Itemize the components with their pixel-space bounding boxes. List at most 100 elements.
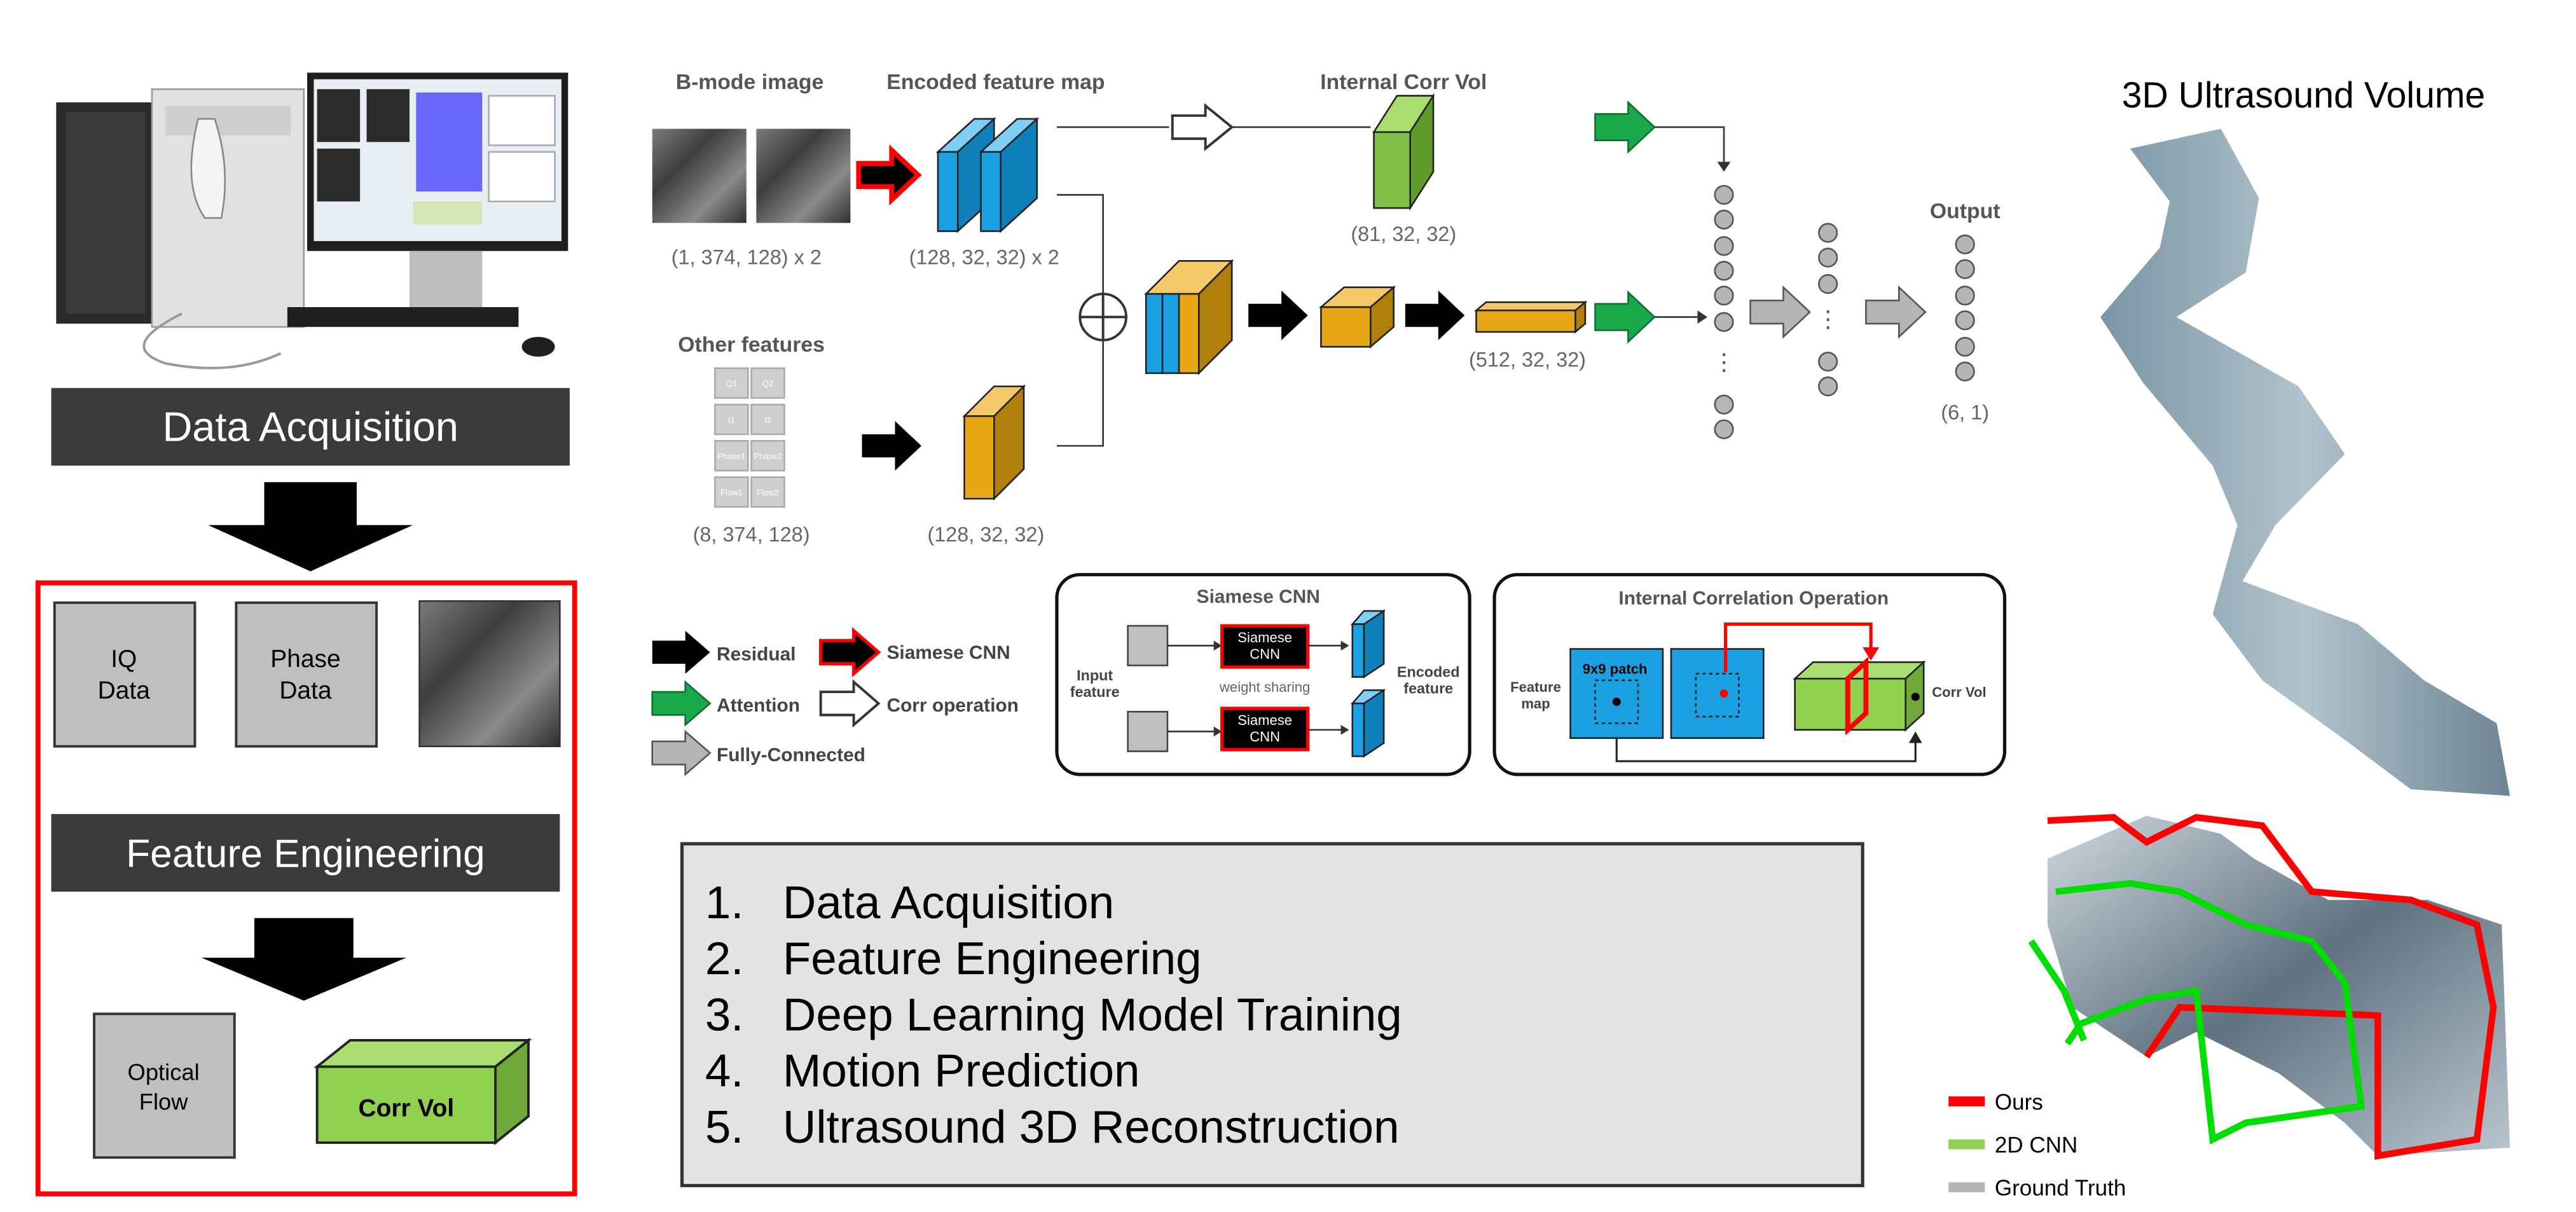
open-arrow-icon: [1171, 103, 1234, 151]
output-shape: (6, 1): [1941, 401, 1989, 424]
step-number: 2.: [705, 933, 744, 984]
output-title: Output: [1930, 199, 2001, 223]
black-arrow-icon: [1405, 291, 1465, 340]
step-number: 1.: [705, 877, 744, 928]
volume-title: 3D Ultrasound Volume: [2122, 75, 2485, 116]
red-arrow-icon: [819, 627, 881, 678]
corr-box-title: Internal Correlation Operation: [1618, 588, 1889, 609]
step-item: Deep Learning Model Training: [783, 989, 1402, 1040]
weight-sharing-label: weight sharing: [1219, 679, 1310, 695]
patch-label: 9x9 patch: [1583, 661, 1648, 677]
siamese-block-1-line1: Siamese: [1237, 630, 1292, 645]
other-encoded-map: [962, 384, 1026, 501]
corr-vol-small-label: Corr Vol: [1932, 684, 1986, 700]
feature-tile-label: Flow2: [757, 488, 779, 497]
bmode-title: B-mode image: [676, 70, 824, 94]
feature-engineering-panel: IQ Data Phase Data Feature Engineering O…: [35, 580, 577, 1197]
siamese-block-2-line1: Siamese: [1237, 712, 1292, 728]
encoded-title: Encoded feature map: [886, 70, 1105, 94]
optical-flow-box: [93, 1012, 236, 1159]
legend-attention: Attention: [717, 695, 800, 716]
step-item: Ultrasound 3D Reconstruction: [783, 1101, 1400, 1153]
fc-feature-block: [1473, 300, 1588, 334]
encoded-feature-map: [935, 117, 1040, 233]
corr-vol-cube: [313, 1037, 532, 1145]
legend-fully-connected: Fully-Connected: [717, 745, 865, 766]
correlation-operation-box: Internal Correlation Operation Feature m…: [1492, 573, 2007, 776]
recon-legend: Ours 2D CNN Ground Truth: [1948, 1090, 2126, 1201]
siamese-block-2-line2: CNN: [1250, 729, 1280, 745]
corr-shape: (81, 32, 32): [1351, 223, 1456, 245]
bmode-thumbnail: [418, 600, 561, 748]
black-arrow-icon: [862, 421, 922, 471]
optical-flow-label-1: Optical: [128, 1059, 200, 1085]
siamese-input-label-2: feature: [1070, 684, 1120, 700]
feature-tile-labels: Q1 Q2 I1 I2 Phase1 Phase2 Flow1 Flow2: [717, 379, 782, 497]
steps-box: 1. Data Acquisition 2. Feature Engineeri…: [680, 842, 1864, 1188]
feature-tile-label: Q1: [726, 379, 737, 389]
step-number: 3.: [705, 989, 744, 1040]
legend-ours: Ours: [1995, 1090, 2043, 1115]
conv-block: [1318, 286, 1396, 349]
legend-residual: Residual: [717, 644, 796, 665]
reconstruction-render: [2028, 814, 2511, 1160]
acquisition-label: Data Acquisition: [163, 403, 458, 450]
optical-flow-label-2: Flow: [139, 1089, 188, 1115]
phase-data-label-1: Phase: [270, 645, 340, 673]
workstation-icon: [56, 72, 568, 369]
black-arrow-icon: [1248, 291, 1308, 340]
legend-corr-op: Corr operation: [886, 695, 1018, 716]
down-arrow-icon: [201, 918, 406, 1001]
corr-feature-label-2: map: [1521, 696, 1550, 712]
green-arrow-icon: [1594, 100, 1656, 154]
feature-tile-label: Phase1: [717, 451, 745, 461]
siamese-block-1-line2: CNN: [1250, 646, 1280, 662]
feature-tile-label: I2: [764, 415, 771, 425]
iq-data-label-2: Data: [98, 677, 151, 704]
siamese-cnn-box: Siamese CNN Input feature Siamese CNN Si…: [1055, 573, 1471, 776]
gray-arrow-icon: [1749, 285, 1811, 339]
step-number: 5.: [705, 1101, 744, 1153]
neuron-column-1: [1714, 184, 1734, 439]
bmode-image-1: [652, 128, 747, 223]
corr-vol-label: Corr Vol: [358, 1094, 454, 1122]
other-encoded-shape: (128, 32, 32): [927, 523, 1044, 546]
legend-2d-cnn: 2D CNN: [1995, 1133, 2077, 1158]
legend-siamese: Siamese CNN: [886, 642, 1010, 663]
green-arrow-icon: [651, 680, 712, 727]
other-features-grid: [714, 367, 785, 508]
other-features-title: Other features: [678, 333, 825, 357]
step-item: Feature Engineering: [783, 933, 1202, 984]
internal-corr-title: Internal Corr Vol: [1320, 70, 1487, 94]
ellipsis-2: ⋮: [1816, 306, 1839, 332]
siamese-encoded-label-2: feature: [1403, 680, 1453, 697]
iq-data-label-1: IQ: [111, 645, 137, 673]
output-neurons: [1955, 234, 1975, 382]
legend-ground-truth: Ground Truth: [1995, 1176, 2126, 1201]
phase-data-box: [235, 601, 378, 748]
encoded-shape: (128, 32, 32) x 2: [909, 245, 1059, 268]
other-shape: (8, 374, 128): [693, 523, 810, 546]
down-arrow-icon: [208, 482, 413, 572]
siamese-encoded-label-1: Encoded: [1397, 664, 1460, 680]
open-arrow-icon: [819, 679, 881, 728]
red-arrow-icon: [856, 144, 922, 206]
bmode-image-2: [756, 128, 851, 223]
internal-corr-vol: [1372, 93, 1435, 211]
ellipsis-1: ⋮: [1712, 349, 1735, 375]
phase-data-label-2: Data: [279, 677, 332, 704]
gray-arrow-icon: [651, 729, 712, 776]
feature-tile-label: I1: [728, 415, 735, 425]
feature-tile-label: Q2: [762, 379, 773, 389]
neuron-column-2: [1818, 223, 1838, 397]
black-arrow-icon: [652, 630, 710, 674]
feature-engineering-banner: [51, 814, 560, 892]
corr-feature-label-1: Feature: [1510, 679, 1561, 695]
green-arrow-icon: [1594, 290, 1656, 344]
feature-tile-label: Flow1: [720, 488, 743, 497]
bmode-shape: (1, 374, 128) x 2: [672, 245, 822, 268]
acquisition-banner: Data Acquisition: [51, 388, 570, 466]
ultrasound-volume: [2100, 128, 2511, 796]
